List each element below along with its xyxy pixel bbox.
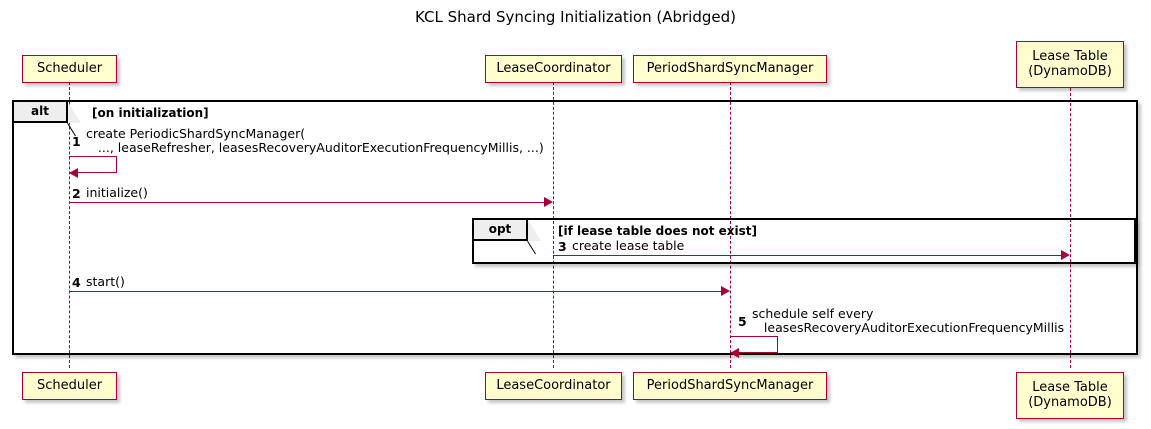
fragment-alt-tab: alt <box>14 102 68 123</box>
lifeline-leasecoordinator <box>553 82 554 368</box>
message-1-arrowhead <box>69 168 78 178</box>
message-2-line <box>69 202 544 203</box>
message-4-text: start() <box>86 274 125 289</box>
message-1-text: create PeriodicShardSyncManager( ..., le… <box>86 126 544 155</box>
message-4-number: 4 <box>72 275 81 290</box>
fragment-alt-guard: [on initialization] <box>92 106 209 120</box>
participant-periodshardsyncmanager-bottom[interactable]: PeriodShardSyncManager <box>633 372 827 400</box>
message-4-arrowhead <box>721 286 730 296</box>
participant-leasecoordinator-bottom[interactable]: LeaseCoordinator <box>485 372 622 400</box>
fragment-opt-tab: opt <box>474 220 528 241</box>
fragment-alt <box>12 100 1138 355</box>
message-5-arrowhead <box>730 348 739 358</box>
participant-periodshardsyncmanager-top[interactable]: PeriodShardSyncManager <box>633 55 827 83</box>
message-5-self-loop <box>730 336 778 353</box>
lifeline-scheduler <box>69 82 70 368</box>
message-3-text: create lease table <box>572 238 685 253</box>
message-1-number: 1 <box>72 134 81 149</box>
message-4-line <box>69 291 721 292</box>
lifeline-leasetable <box>1070 88 1071 368</box>
participant-leasetable-top[interactable]: Lease Table (DynamoDB) <box>1016 41 1124 88</box>
fragment-alt-tab-notch <box>68 102 81 123</box>
message-3-line <box>553 255 1061 256</box>
message-2-arrowhead <box>544 197 553 207</box>
fragment-opt-tab-notch <box>528 220 541 241</box>
message-3-arrowhead <box>1061 250 1070 260</box>
message-5-number: 5 <box>738 314 747 329</box>
participant-scheduler-bottom[interactable]: Scheduler <box>22 372 117 400</box>
message-5-text: schedule self every leasesRecoveryAudito… <box>752 306 1065 335</box>
message-3-number: 3 <box>558 239 567 254</box>
fragment-opt-guard: [if lease table does not exist] <box>558 224 758 238</box>
page-title: KCL Shard Syncing Initialization (Abridg… <box>415 8 736 26</box>
lifeline-periodshardsyncmanager <box>730 82 731 368</box>
participant-leasetable-bottom[interactable]: Lease Table (DynamoDB) <box>1016 372 1124 419</box>
message-2-number: 2 <box>72 186 81 201</box>
participant-scheduler-top[interactable]: Scheduler <box>22 55 117 83</box>
message-2-text: initialize() <box>86 185 148 200</box>
message-1-self-loop <box>69 156 117 173</box>
fragment-opt <box>472 218 1136 264</box>
participant-leasecoordinator-top[interactable]: LeaseCoordinator <box>485 55 622 83</box>
